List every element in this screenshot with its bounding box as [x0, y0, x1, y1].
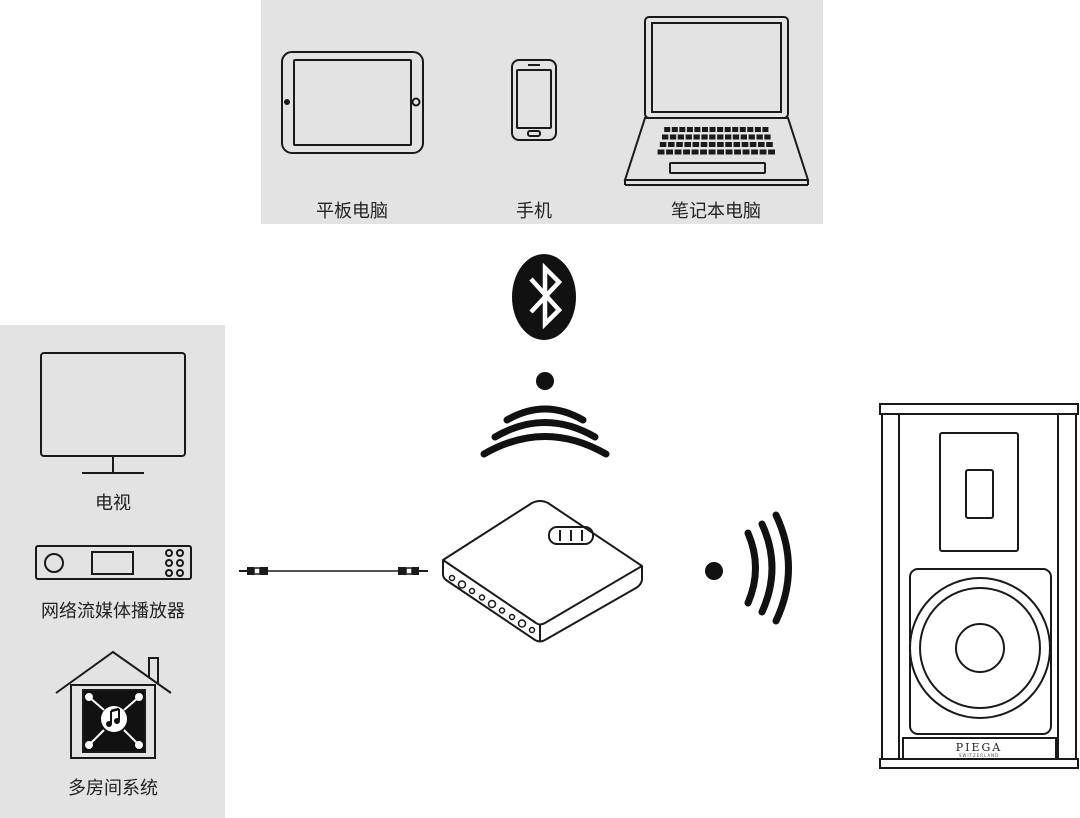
hub-port	[508, 613, 516, 621]
hub-port	[487, 599, 497, 609]
speaker-icon	[879, 403, 1079, 769]
hub-port	[448, 574, 456, 582]
laptop-label: 笔记本电脑	[671, 201, 761, 222]
tablet-label: 平板电脑	[316, 201, 388, 222]
source-devices-panel	[261, 0, 823, 224]
multiroom-label: 多房间系统	[68, 778, 158, 799]
hub-port	[528, 626, 536, 634]
bluetooth-icon	[512, 254, 576, 340]
tv-label: 电视	[95, 493, 131, 514]
speaker-brand: PIEGA	[955, 741, 1003, 754]
hub-device	[442, 500, 643, 643]
hub-port	[498, 607, 506, 614]
streamer-label: 网络流媒体播放器	[41, 601, 185, 622]
hub-port	[468, 587, 476, 595]
wired-sources-panel	[0, 325, 225, 818]
speaker-sub-brand: SWITZERLAND	[958, 753, 1000, 758]
phone-label: 手机	[516, 201, 552, 222]
audio-cable	[239, 567, 428, 575]
hub-ports	[448, 574, 536, 634]
hub-port	[457, 580, 467, 589]
hub-port	[517, 619, 527, 628]
hub-port	[478, 594, 486, 601]
speaker-signal-icon	[705, 511, 792, 625]
bluetooth-signal-icon	[480, 372, 610, 458]
